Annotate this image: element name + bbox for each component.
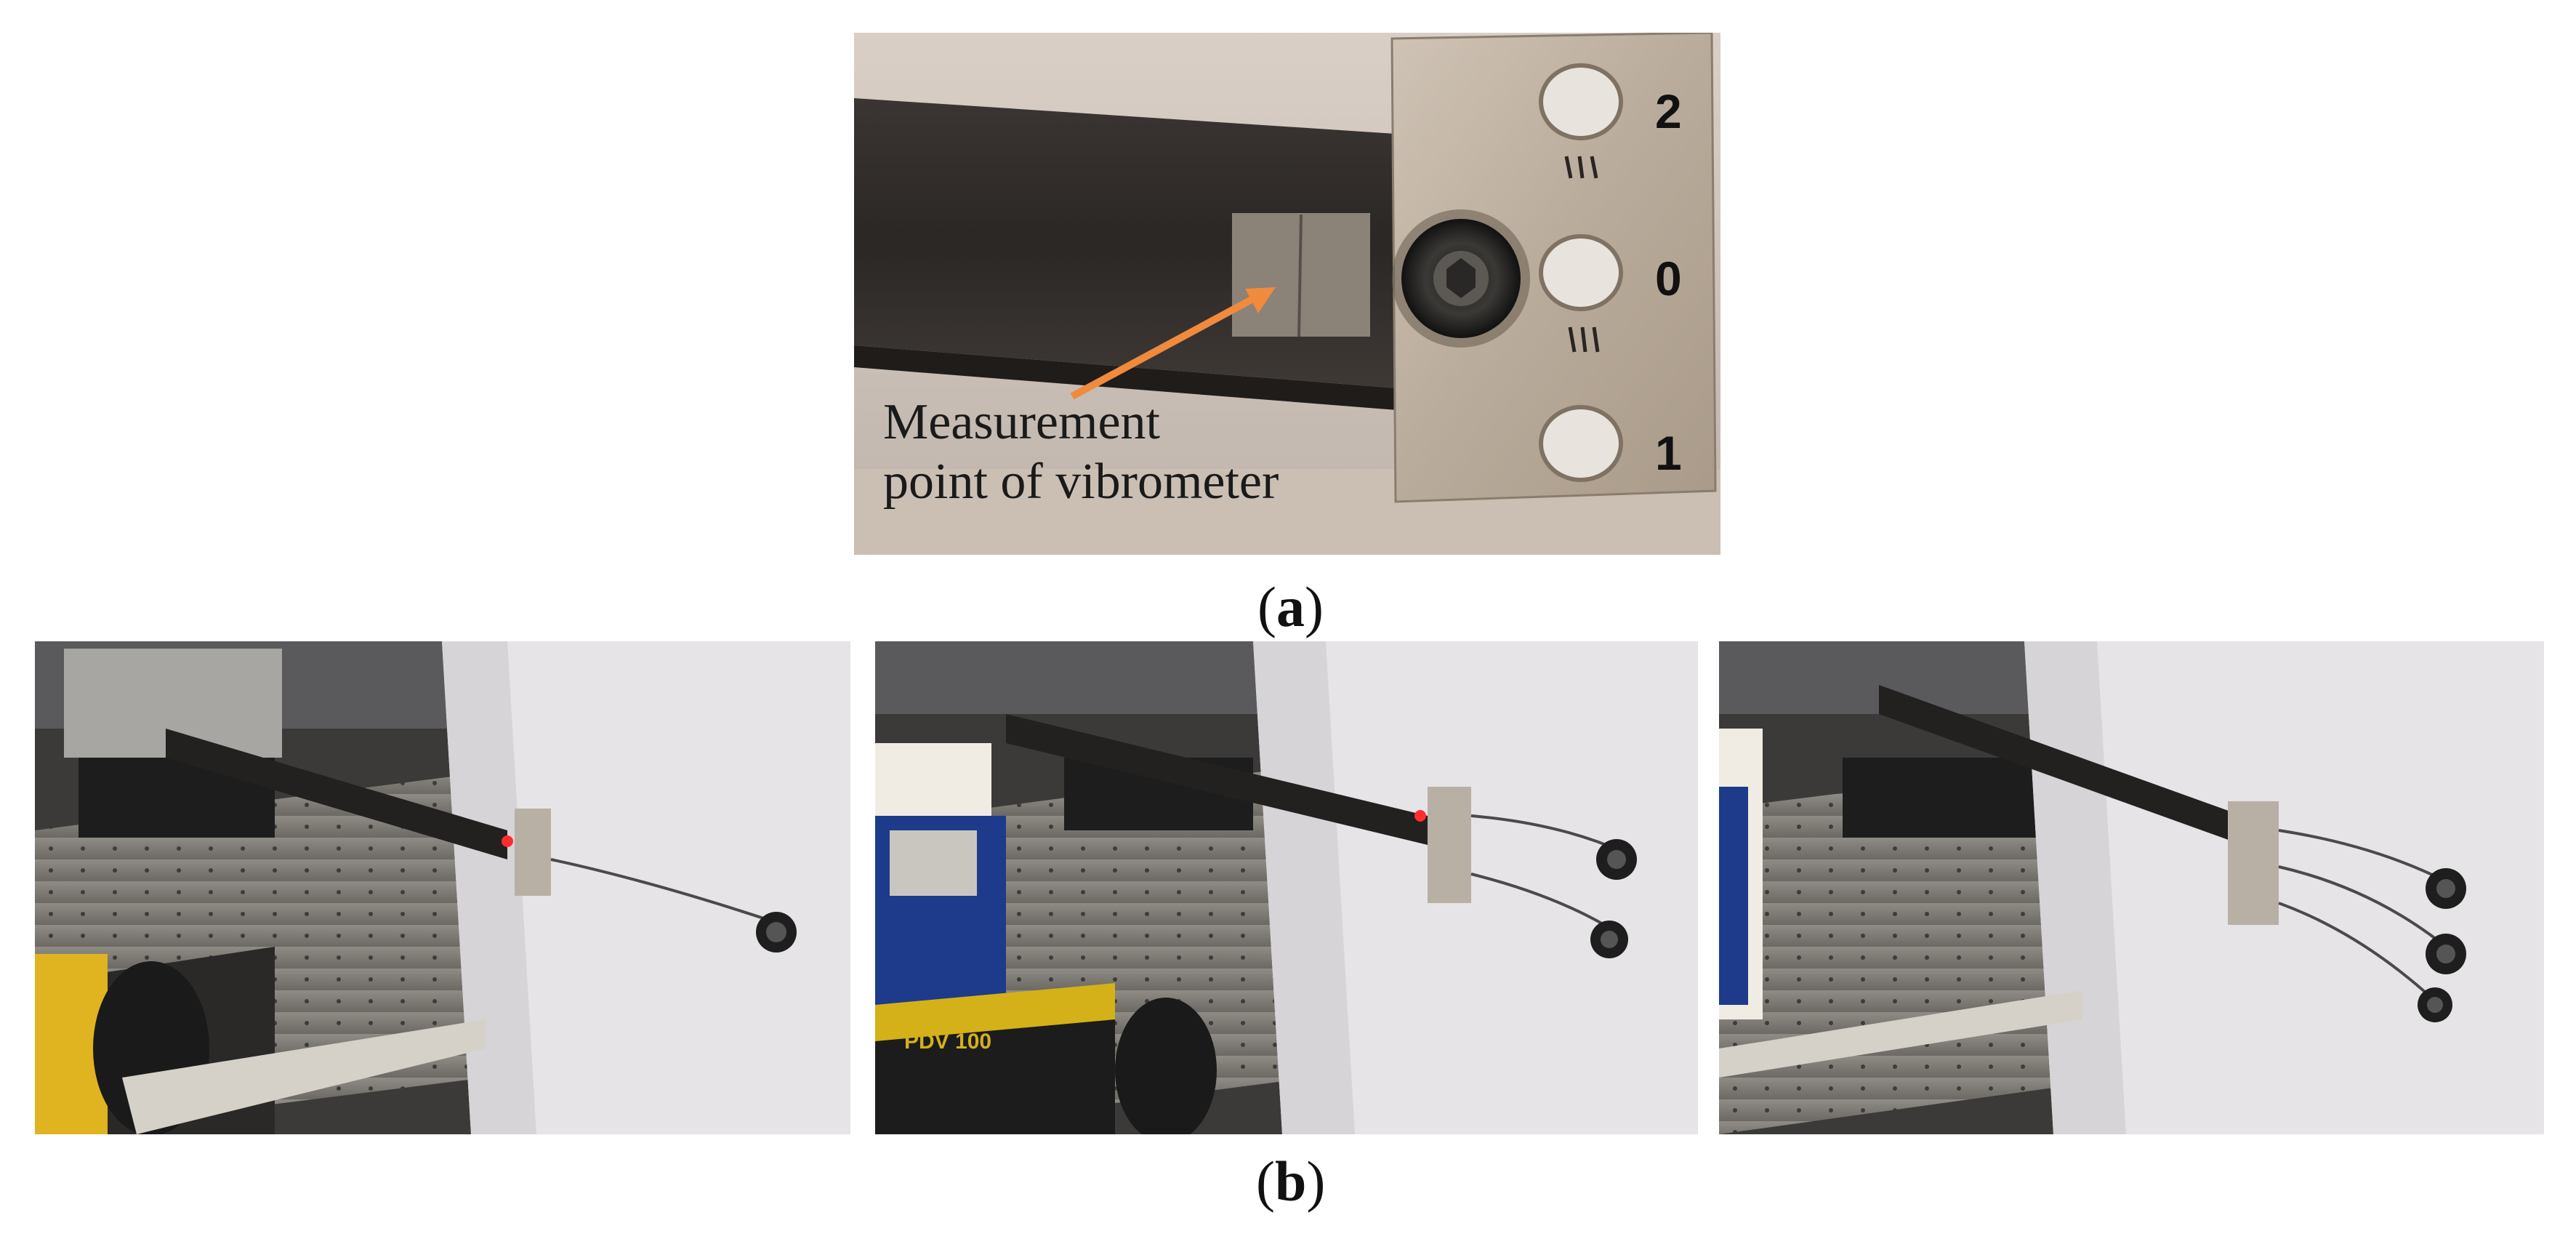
laser-dot-icon xyxy=(502,835,513,847)
hole-label-1: 1 xyxy=(1655,426,1682,480)
hole-label-2: 2 xyxy=(1655,84,1682,138)
beam-closeup-image xyxy=(854,33,1720,555)
photo-two-pendulums: PDV 100 xyxy=(875,641,1698,1134)
caption-a: (a) xyxy=(1257,575,1324,638)
beam xyxy=(166,729,507,859)
caption-b: (b) xyxy=(1256,1150,1326,1213)
orange-arrow-icon xyxy=(1070,287,1276,400)
hole-1 xyxy=(1539,405,1623,482)
photo-one-pendulum xyxy=(35,641,850,1134)
hole-2 xyxy=(1539,63,1623,140)
hole-0 xyxy=(1539,234,1623,311)
measurement-label-line2: point of vibrometer xyxy=(883,454,1279,510)
measurement-point-label: Measurement point of vibrometer xyxy=(883,393,1279,512)
white-backdrop xyxy=(442,641,850,1134)
hole-label-0: 0 xyxy=(1655,252,1682,305)
pdv-label: PDV 100 xyxy=(904,1030,991,1054)
clamp-plate xyxy=(515,809,551,896)
panel-a-photo: Measurement point of vibrometer 2 0 1 xyxy=(854,33,1720,555)
photo-three-pendulums xyxy=(1719,641,2544,1134)
measurement-label-line1: Measurement xyxy=(883,394,1160,450)
